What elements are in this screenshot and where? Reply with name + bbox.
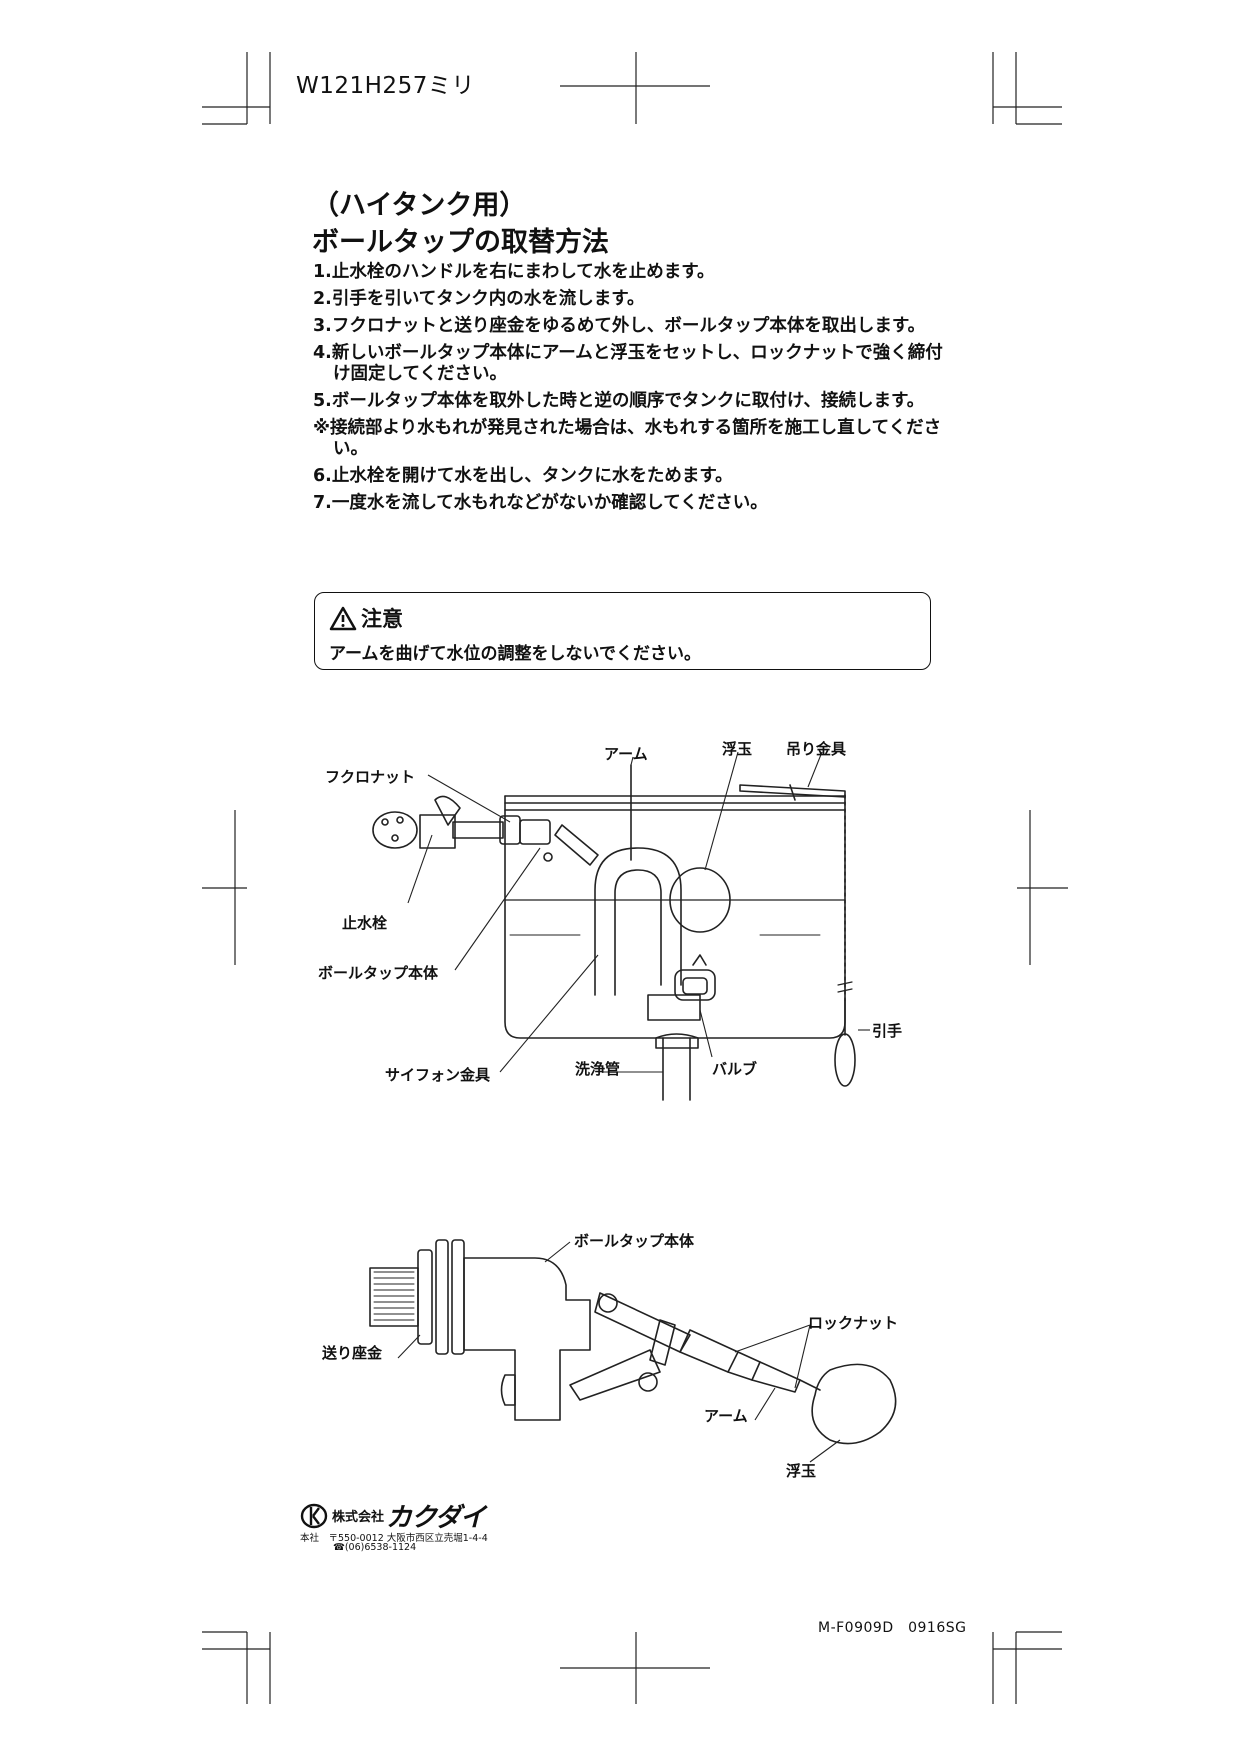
label2-float: 浮玉 — [786, 1462, 817, 1480]
caution-title: 注意 — [361, 607, 403, 631]
step-3: 3.フクロナットと送り座金をゆるめて外し、ボールタップ本体を取出します。 — [313, 316, 926, 336]
company-logo: 株式会社 カクダイ — [300, 1497, 486, 1534]
instruction-steps: 1.止水栓のハンドルを右にまわして水を止めます。 2.引手を引いてタンク内の水を… — [313, 262, 945, 520]
supply-pipe — [452, 821, 504, 839]
threaded-shank — [369, 1267, 419, 1327]
brand-name: カクダイ — [386, 1503, 486, 1533]
step-6: 6.止水栓を開けて水を出し、タンクに水をためます。 — [313, 466, 733, 486]
lever-lower — [569, 1349, 661, 1401]
float — [811, 1363, 897, 1445]
label2-ball-tap-body: ボールタップ本体 — [574, 1232, 695, 1250]
label-float: 浮玉 — [722, 740, 753, 758]
label-hanger: 吊り金具 — [786, 740, 847, 758]
step-2: 2.引手を引いてタンク内の水を流します。 — [313, 289, 645, 309]
label-pull-handle: 引手 — [872, 1022, 903, 1040]
caution-heading: 注意 — [329, 603, 403, 633]
label-siphon: サイフォン金具 — [385, 1066, 491, 1084]
document-code: M-F0909D 0916SG — [818, 1620, 967, 1636]
caution-box: 注意 アームを曲げて水位の調整をしないでください。 — [314, 592, 931, 670]
washer — [417, 1249, 433, 1345]
float-ball — [669, 867, 731, 933]
warning-triangle-icon — [329, 606, 357, 630]
cap-nut — [499, 815, 521, 845]
step-5: 5.ボールタップ本体を取外した時と逆の順序でタンクに取付け、接続します。 — [313, 391, 925, 411]
label-flush-pipe: 洗浄管 — [575, 1060, 621, 1078]
arm-rod — [751, 1361, 801, 1393]
siphon-fitting — [594, 847, 682, 996]
step-1: 1.止水栓のハンドルを右にまわして水を止めます。 — [313, 262, 715, 282]
lever-upper — [594, 1292, 691, 1353]
label2-arm: アーム — [704, 1407, 748, 1425]
page-title: ボールタップの取替方法 — [312, 227, 609, 258]
label-ball-tap-body: ボールタップ本体 — [318, 964, 439, 982]
label2-washer: 送り座金 — [322, 1344, 383, 1362]
step-4: 4.新しいボールタップ本体にアームと浮玉をセットし、ロックナットで強く締付け固定… — [313, 343, 943, 384]
company-address: 本社 〒550-0012 大阪市西区立売堀1-4-4 — [300, 1533, 488, 1544]
label-arm: アーム — [604, 745, 648, 763]
label-cap-nut: フクロナット — [325, 768, 416, 786]
valve — [674, 969, 716, 1001]
ball-tap-body — [463, 1257, 591, 1421]
step-7: 7.一度水を流して水もれなどがないか確認してください。 — [313, 493, 768, 513]
company-prefix: 株式会社 — [332, 1510, 385, 1525]
company-phone: ☎(06)6538-1124 — [333, 1542, 417, 1553]
caution-text: アームを曲げて水位の調整をしないでください。 — [329, 644, 701, 664]
label2-lock-nut: ロックナット — [808, 1314, 899, 1332]
label-stop-valve: 止水栓 — [342, 914, 388, 932]
label-valve: バルブ — [712, 1060, 758, 1078]
leak-note: ※接続部より水もれが発見された場合は、水もれする箇所を施工し直してください。 — [313, 418, 942, 459]
size-code: W121H257ミリ — [296, 73, 475, 99]
page-title-sub: （ハイタンク用） — [312, 190, 527, 221]
pull-handle — [834, 1033, 856, 1087]
kakudai-logo-icon — [300, 1503, 328, 1528]
